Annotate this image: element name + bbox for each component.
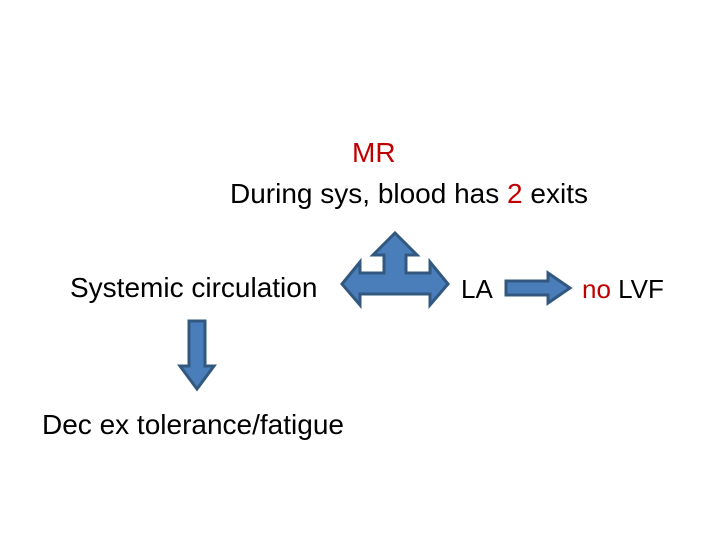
right-branch-label: LA <box>461 274 493 304</box>
page-title: MR <box>352 137 396 168</box>
subtitle-highlight-number: 2 <box>507 178 523 209</box>
tri-directional-arrow-icon <box>340 230 450 309</box>
subtitle-line: During sys, blood has 2 exits <box>230 180 588 208</box>
right-outcome-suffix: LVF <box>618 274 664 304</box>
subtitle-suffix: exits <box>522 178 588 209</box>
right-outcome-label: no LVF <box>582 276 664 302</box>
right-arrow-icon <box>504 270 573 306</box>
subtitle-prefix: During sys, blood has <box>230 178 508 209</box>
bottom-outcome-label: Dec ex tolerance/fatigue <box>42 409 344 440</box>
right-outcome-prefix: no <box>582 274 619 304</box>
left-branch-label: Systemic circulation <box>70 272 318 303</box>
down-arrow-icon <box>177 319 217 392</box>
